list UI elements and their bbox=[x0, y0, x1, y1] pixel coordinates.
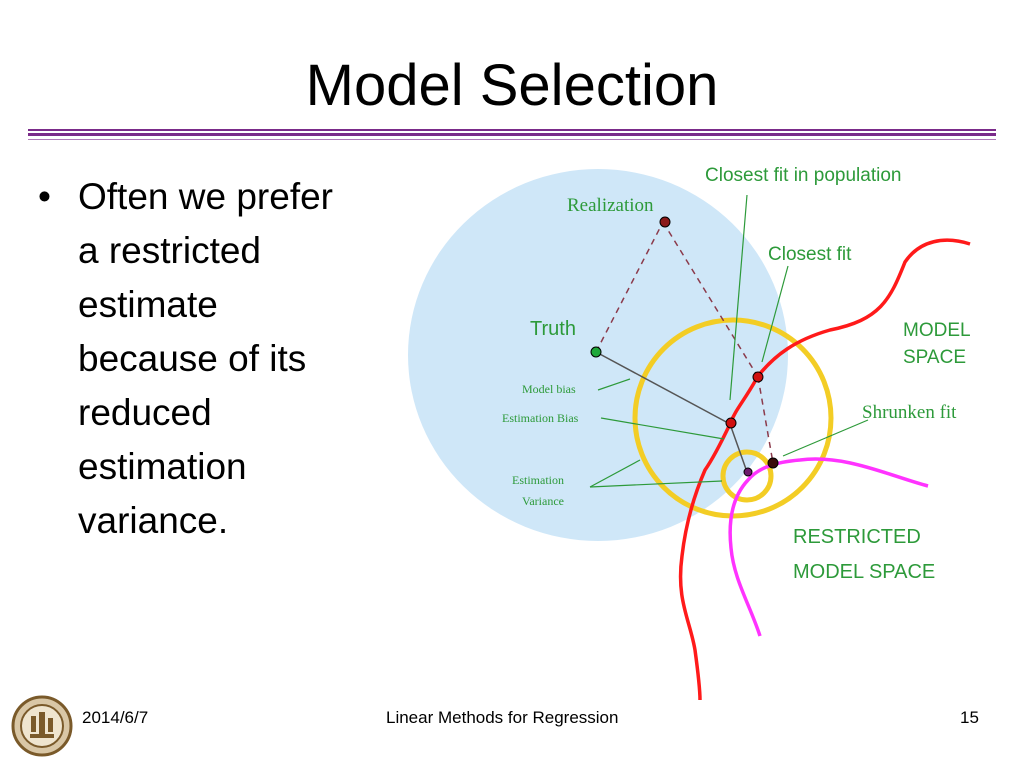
bullet-dot: • bbox=[38, 176, 51, 217]
bullet-line: because of its bbox=[78, 338, 307, 379]
bullet-line: estimate bbox=[78, 284, 218, 325]
title-divider bbox=[28, 129, 996, 131]
label-model-bias: Model bias bbox=[522, 382, 576, 396]
footer-title: Linear Methods for Regression bbox=[386, 708, 619, 727]
restricted-fit-point bbox=[743, 467, 753, 477]
label-estimation-variance-2: Variance bbox=[522, 494, 564, 508]
leader-estimation-bias bbox=[600, 417, 725, 440]
label-model-space-2: SPACE bbox=[903, 347, 966, 368]
label-closest-fit-population: Closest fit in population bbox=[705, 165, 901, 186]
label-estimation-bias: Estimation Bias bbox=[502, 411, 579, 425]
university-seal-logo bbox=[11, 695, 73, 757]
realization-point bbox=[659, 216, 671, 228]
bullet-line: reduced bbox=[78, 392, 212, 433]
label-realization: Realization bbox=[567, 195, 654, 216]
leader-closest-fit-population bbox=[729, 194, 748, 401]
estimation-variance-circle-small bbox=[720, 449, 774, 503]
closest-fit-population-point bbox=[725, 417, 737, 429]
truth-realization-dash bbox=[595, 221, 664, 353]
closestfit-shrunken-dash bbox=[757, 376, 774, 464]
label-model-space-1: MODEL bbox=[903, 320, 971, 341]
leader-closest-fit bbox=[761, 265, 789, 363]
leader-model-bias bbox=[597, 378, 631, 391]
truth-point bbox=[590, 346, 602, 358]
leader-shrunken-fit bbox=[782, 419, 869, 457]
shrunken-fit-point bbox=[767, 457, 779, 469]
label-truth: Truth bbox=[530, 318, 576, 340]
leader-estimation-variance-a bbox=[589, 459, 641, 488]
bullet-text: Often we prefer a restricted estimate be… bbox=[78, 170, 408, 548]
footer-date: 2014/6/7 bbox=[82, 708, 149, 727]
footer-page-number: 15 bbox=[960, 708, 979, 727]
closest-fit-point bbox=[752, 371, 764, 383]
bullet-line: estimation bbox=[78, 446, 247, 487]
label-shrunken-fit: Shrunken fit bbox=[862, 402, 957, 423]
estimation-bias-line bbox=[729, 423, 748, 473]
label-estimation-variance-1: Estimation bbox=[512, 473, 564, 487]
realization-closestfit-dash bbox=[662, 221, 759, 378]
label-restricted-2: MODEL SPACE bbox=[793, 561, 935, 583]
title-divider bbox=[28, 139, 996, 140]
title-divider bbox=[28, 133, 996, 136]
slide-title: Model Selection bbox=[305, 53, 719, 118]
label-closest-fit: Closest fit bbox=[768, 244, 852, 265]
bullet-line: variance. bbox=[78, 500, 229, 541]
restricted-model-space-curve bbox=[728, 457, 929, 637]
bullet-line: a restricted bbox=[78, 230, 262, 271]
label-restricted-1: RESTRICTED bbox=[793, 526, 921, 548]
model-bias-line bbox=[595, 351, 731, 425]
leader-estimation-variance-b bbox=[589, 480, 723, 488]
bullet-line: Often we prefer bbox=[78, 176, 334, 217]
